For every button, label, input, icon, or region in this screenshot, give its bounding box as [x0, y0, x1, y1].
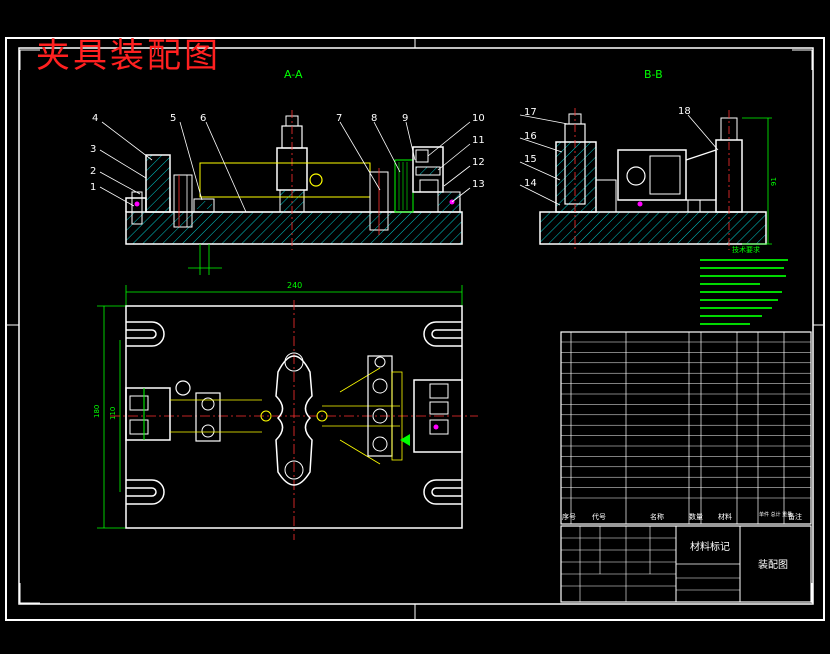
section-bb-callouts [519, 114, 719, 206]
callout-11: 11 [472, 135, 485, 146]
drawing-frame [5, 37, 825, 621]
plan-view: 240 180 110 [93, 281, 478, 540]
callout-2: 2 [90, 166, 96, 177]
section-aa-callout-labels: 1 2 3 4 5 6 7 8 9 10 11 12 13 [90, 113, 485, 193]
header-qty: 数量 [689, 512, 703, 521]
parts-list [560, 331, 812, 525]
callout-6: 6 [200, 113, 206, 124]
parts-list-rows [561, 341, 811, 499]
callout-16: 16 [524, 131, 537, 142]
callout-13: 13 [472, 179, 485, 190]
header-material: 材料 [718, 512, 732, 521]
notes-heading: 技术要求 [732, 245, 760, 254]
callout-4: 4 [92, 113, 98, 124]
header-code: 代号 [592, 512, 606, 521]
header-index: 序号 [562, 512, 576, 521]
callout-18: 18 [678, 106, 691, 117]
header-remark: 备注 [788, 512, 802, 521]
callout-9: 9 [402, 113, 408, 124]
section-aa-view [125, 110, 463, 275]
header-name: 名称 [650, 512, 664, 521]
callout-3: 3 [90, 144, 96, 155]
dim-overall-width: 240 [287, 281, 302, 290]
dim-left-1: 180 [93, 405, 101, 418]
section-bb-view: 91 [539, 108, 778, 250]
dim-left-2: 110 [109, 407, 117, 420]
dim-height-bb: 91 [770, 177, 778, 186]
callout-7: 7 [336, 113, 342, 124]
parts-list-header: 序号 代号 名称 数量 材料 单件 总计 重量 备注 [562, 511, 802, 521]
section-bb-callout-labels: 14 15 16 17 18 [524, 106, 691, 189]
callout-5: 5 [170, 113, 176, 124]
header-weight: 单件 总计 重量 [759, 511, 792, 518]
callout-1: 1 [90, 182, 96, 193]
technical-notes: 技术要求 [700, 245, 788, 325]
section-aa-callouts [99, 121, 471, 213]
callout-12: 12 [472, 157, 485, 168]
drawing-title: 夹具装配图 [36, 36, 221, 76]
section-bb-label: B-B [644, 68, 663, 81]
callout-10: 10 [472, 113, 485, 124]
title-block [560, 525, 812, 603]
callout-8: 8 [371, 113, 377, 124]
callout-14: 14 [524, 178, 537, 189]
title-block-drawing-name: 装配图 [758, 558, 788, 571]
title-block-material-mark: 材料标记 [690, 540, 730, 553]
section-aa-label: A-A [284, 68, 303, 81]
callout-17: 17 [524, 107, 537, 118]
callout-15: 15 [524, 154, 537, 165]
